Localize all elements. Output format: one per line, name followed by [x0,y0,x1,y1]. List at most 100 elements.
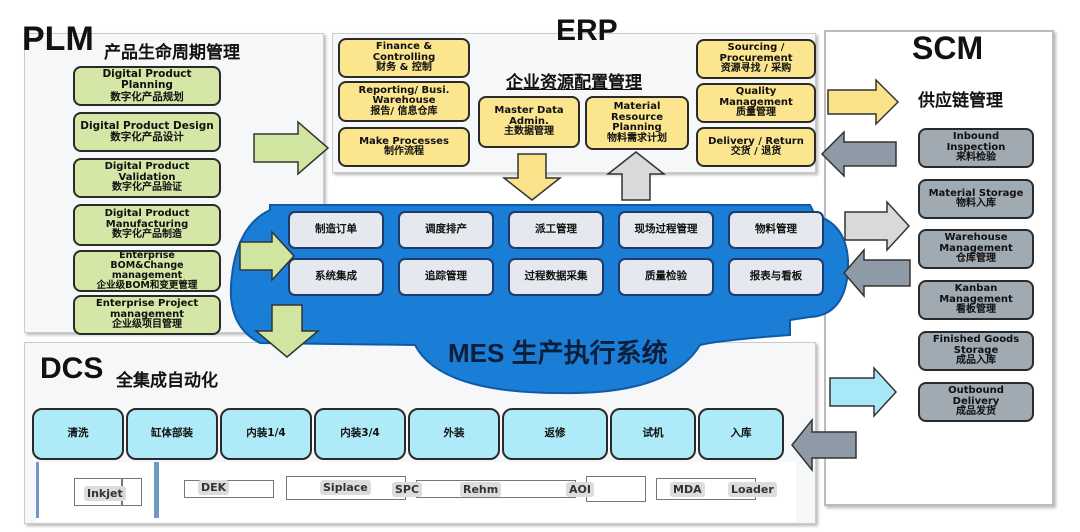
plm-item-validation[interactable]: Digital Product Validation 数字化产品验证 [73,158,221,198]
plm-item-design[interactable]: Digital Product Design 数字化产品设计 [73,112,221,152]
mes-module-label: 现场过程管理 [634,223,698,236]
arrow-erp-to-mes [501,153,563,201]
plm-item-project[interactable]: Enterprise Project management 企业级项目管理 [73,295,221,335]
equipment-label-rehm: Rehm [460,482,502,497]
mes-module-manufacturing-order[interactable]: 制造订单 [288,211,384,249]
arrow-right-icon [239,230,296,282]
mes-module-reports-kanban[interactable]: 报表与看板 [728,258,824,296]
arrow-down-icon [501,153,563,201]
erp-item-quality[interactable]: Quality Management 质量管理 [696,83,816,123]
mes-module-quality-inspection[interactable]: 质量检验 [618,258,714,296]
scm-item-warehouse[interactable]: Warehouse Management 仓库管理 [918,229,1034,269]
dcs-stage-label: 清洗 [67,427,89,440]
dcs-stage-label: 试机 [642,427,664,440]
mes-module-label: 物料管理 [755,223,797,236]
erp-item-mrp[interactable]: Material Resource Planning 物料需求计划 [585,96,689,150]
dcs-stage-label: 内装3/4 [340,427,380,440]
erp-item-en: Make Processes [359,135,449,147]
plm-item-cn: 数字化产品制造 [112,229,182,241]
arrow-right-icon [829,366,898,418]
scm-item-material-storage[interactable]: Material Storage 物料入库 [918,179,1034,219]
dcs-stage-cleaning[interactable]: 清洗 [32,408,124,460]
arrow-plm-to-mes [239,230,296,282]
dcs-stage-inner-3-4[interactable]: 内装3/4 [314,408,406,460]
erp-item-sourcing[interactable]: Sourcing / Procurement 资源寻找 / 采购 [696,39,816,79]
arrow-left-icon [791,417,857,473]
arrow-mes-to-dcs [253,304,321,358]
dcs-stage-label: 外装 [443,427,465,440]
dcs-stage-label: 内装1/4 [246,427,286,440]
plm-item-cn: 数字化产品规划 [110,90,184,103]
plm-item-bom-change[interactable]: Enterprise BOM&Change management 企业级BOM和… [73,250,221,292]
scm-item-cn: 来料检验 [956,152,996,164]
equipment-label-spc: SPC [392,482,423,497]
arrow-dcs-to-scm [829,366,898,418]
arrow-down-icon [253,304,321,358]
mes-module-scheduling[interactable]: 调度排产 [398,211,494,249]
erp-item-en: Material Resource Planning [610,101,664,133]
arrow-erp-to-scm [827,78,900,126]
erp-item-finance[interactable]: Finance & Controlling 财务 & 控制 [338,38,470,78]
mes-module-dispatch[interactable]: 派工管理 [508,211,604,249]
equipment-label-dek: DEK [198,480,230,495]
arrow-left-icon [820,130,897,178]
dcs-stage-test-run[interactable]: 试机 [610,408,696,460]
plm-item-en: Digital Product Design [80,119,214,132]
erp-subtitle: 企业资源配置管理 [506,73,642,93]
dcs-stage-exterior[interactable]: 外装 [408,408,500,460]
erp-item-cn: 资源寻找 / 采购 [720,63,792,75]
scm-item-cn: 物料入库 [956,198,996,209]
plm-item-en: Digital Product Validation [104,161,190,183]
arrow-up-icon [605,151,667,201]
dcs-stage-label: 返修 [544,427,566,440]
arrow-plm-to-erp [253,120,330,176]
mes-module-process-data[interactable]: 过程数据采集 [508,258,604,296]
plm-item-cn: 数字化产品设计 [110,131,184,143]
erp-item-en: Finance & Controlling [372,41,436,63]
plm-item-planning[interactable]: Digital Product Planning 数字化产品规划 [73,66,221,106]
scm-item-en: Kanban Management [939,283,1013,305]
erp-item-reporting[interactable]: Reporting/ Busi. Warehouse 报告/ 信息仓库 [338,81,470,122]
plm-title: PLM [22,20,94,58]
erp-item-make-processes[interactable]: Make Processes 制作流程 [338,127,470,167]
plm-item-en: Digital Product Manufacturing [104,208,190,230]
mes-module-shopfloor-process[interactable]: 现场过程管理 [618,211,714,249]
mes-module-label: 过程数据采集 [524,270,588,283]
dcs-stage-inner-1-4[interactable]: 内装1/4 [220,408,312,460]
scm-item-en: Inbound Inspection [946,131,1006,153]
plm-item-cn: 数字化产品验证 [112,182,182,194]
scm-item-cn: 看板管理 [956,304,996,316]
dcs-stage-label: 缸体部装 [151,427,193,440]
dcs-stage-cylinder-assembly[interactable]: 缸体部装 [126,408,218,460]
plm-item-manufacturing[interactable]: Digital Product Manufacturing 数字化产品制造 [73,204,221,246]
erp-item-master-data[interactable]: Master Data Admin. 主数据管理 [478,96,580,148]
erp-item-en: Master Data Admin. [494,105,564,127]
mes-module-material[interactable]: 物料管理 [728,211,824,249]
erp-item-cn: 主数据管理 [504,126,554,138]
scm-item-outbound[interactable]: Outbound Delivery 成品发货 [918,382,1034,422]
scm-item-kanban[interactable]: Kanban Management 看板管理 [918,280,1034,320]
equipment-label-inkjet: Inkjet [84,486,126,501]
erp-item-cn: 交货 / 退货 [730,146,782,157]
dcs-stage-storage[interactable]: 入库 [698,408,784,460]
mes-module-tracking[interactable]: 追踪管理 [398,258,494,296]
scm-item-finished-goods[interactable]: Finished Goods Storage 成品入库 [918,331,1034,371]
plm-item-en: Enterprise Project management [95,298,199,320]
mes-module-system-integration[interactable]: 系统集成 [288,258,384,296]
arrow-scm-to-erp [820,130,897,178]
arrow-mes-to-erp [605,151,667,201]
equipment-label-aoi: AOI [566,482,594,497]
scm-item-inbound-inspection[interactable]: Inbound Inspection 来料检验 [918,128,1034,168]
scm-title: SCM [912,30,984,66]
erp-item-en: Delivery / Return [708,135,804,147]
equipment-shape [586,476,646,502]
scm-item-cn: 成品入库 [956,355,996,367]
dcs-stage-repair[interactable]: 返修 [502,408,608,460]
scm-item-en: Warehouse Management [939,232,1013,254]
scm-subtitle: 供应链管理 [918,91,1003,111]
mes-module-label: 质量检验 [645,270,687,283]
erp-title: ERP [556,14,618,47]
arrow-right-icon [253,120,330,176]
erp-item-delivery[interactable]: Delivery / Return 交货 / 退货 [696,127,816,167]
erp-item-en: Quality Management [719,86,793,108]
